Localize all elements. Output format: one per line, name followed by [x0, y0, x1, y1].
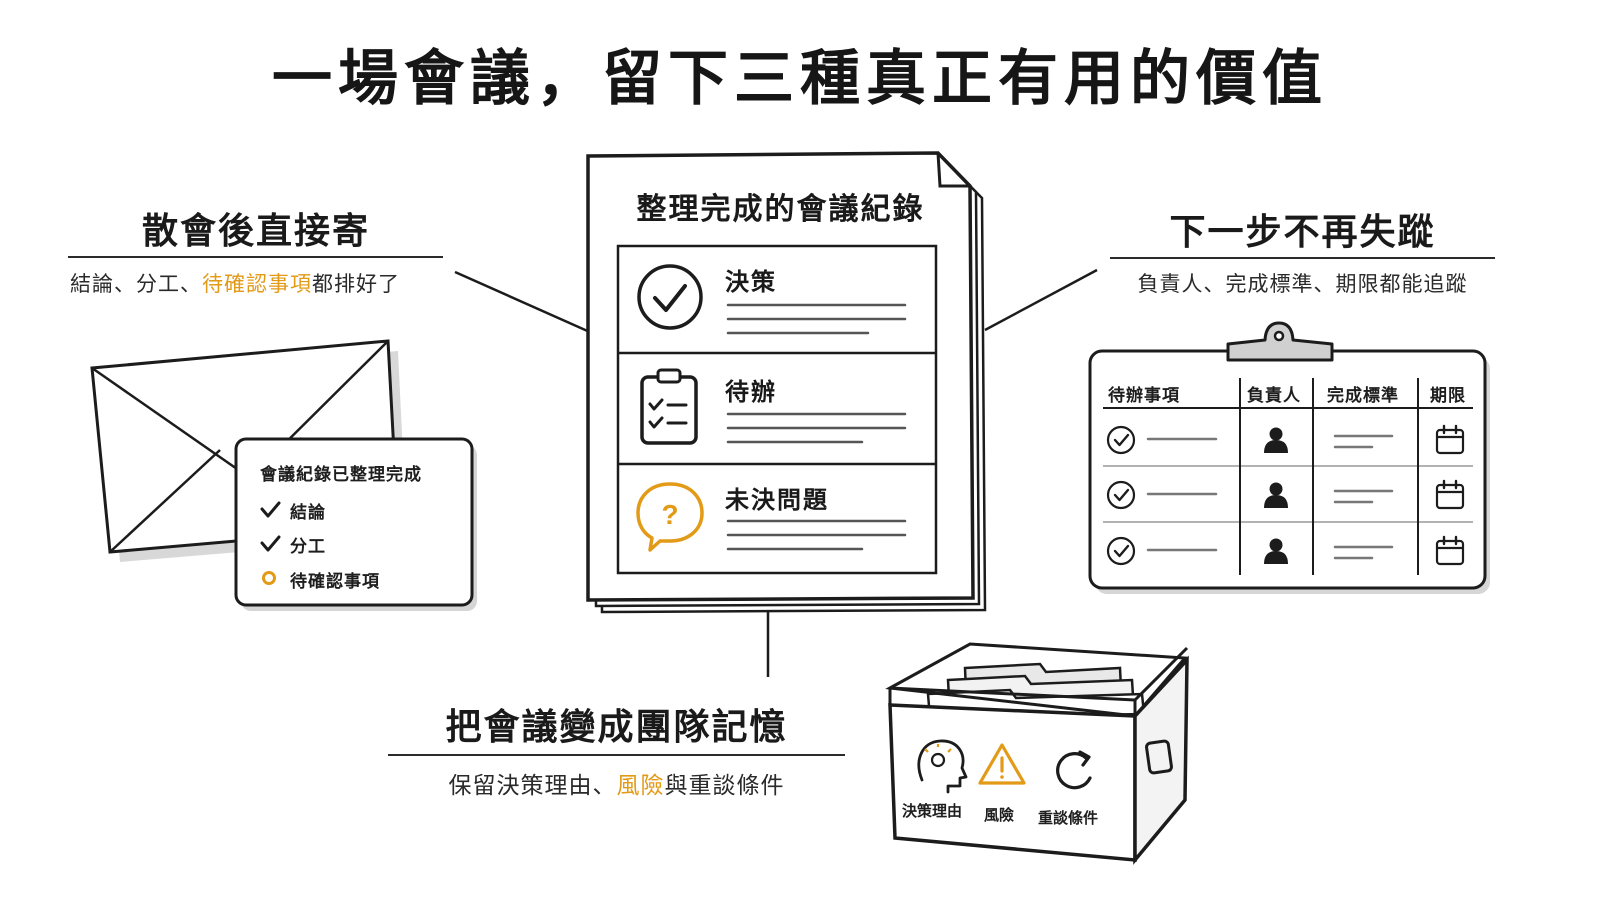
email-summary-card [234, 437, 477, 611]
bottom-heading: 把會議變成團隊記憶 [445, 707, 788, 748]
table-header-task: 待辦事項 [1108, 386, 1180, 406]
left-subtitle-text: 結論、分工、 [70, 272, 202, 296]
main-title: 一場會議，留下三種真正有用的價值 [272, 44, 1328, 114]
bottom-subtitle-accent: 風險 [616, 773, 665, 799]
bottom-subtitle-text-end: 與重談條件 [664, 773, 785, 799]
calendar-icon [1435, 535, 1465, 566]
left-heading: 散會後直接寄 [141, 211, 370, 252]
left-subtitle-accent: 待確認事項 [202, 272, 312, 296]
email-card-item: 分工 [290, 537, 326, 557]
clipboard-checklist-icon [640, 368, 698, 445]
question-bubble-icon: ? [636, 482, 704, 552]
table-header-owner: 負責人 [1247, 386, 1301, 406]
svg-text:?: ? [661, 499, 678, 530]
table-header-criteria: 完成標準 [1327, 386, 1399, 406]
right-heading: 下一步不再失蹤 [1169, 212, 1436, 253]
box-label-renegotiation: 重談條件 [1038, 809, 1099, 827]
right-subtitle: 負責人、完成標準、期限都能追蹤 [1137, 272, 1468, 296]
section-decisions: 決策 [725, 268, 777, 296]
section-todos: 待辦 [725, 378, 777, 406]
document-title: 整理完成的會議紀錄 [636, 192, 925, 227]
calendar-icon [1435, 424, 1465, 455]
left-subtitle: 結論、分工、待確認事項都排好了 [70, 268, 400, 298]
calendar-icon [1435, 479, 1465, 510]
bottom-subtitle: 保留決策理由、風險與重談條件 [388, 766, 845, 800]
refresh-icon [1056, 750, 1092, 790]
box-label-risk: 風險 [984, 806, 1015, 824]
email-card-item: 待確認事項 [290, 572, 380, 592]
bottom-subtitle-text: 保留決策理由、 [448, 773, 617, 799]
email-card-title: 會議紀錄已整理完成 [260, 465, 422, 485]
warning-triangle-icon [978, 743, 1026, 785]
left-subtitle-text-end: 都排好了 [312, 272, 400, 296]
box-label-rationale: 決策理由 [902, 802, 963, 820]
tracking-board [1088, 321, 1490, 594]
lightbulb-head-icon [917, 739, 968, 794]
table-header-deadline: 期限 [1430, 386, 1466, 406]
section-open-questions: 未決問題 [725, 486, 829, 514]
email-card-item: 結論 [290, 503, 326, 523]
check-circle-icon [637, 264, 703, 330]
